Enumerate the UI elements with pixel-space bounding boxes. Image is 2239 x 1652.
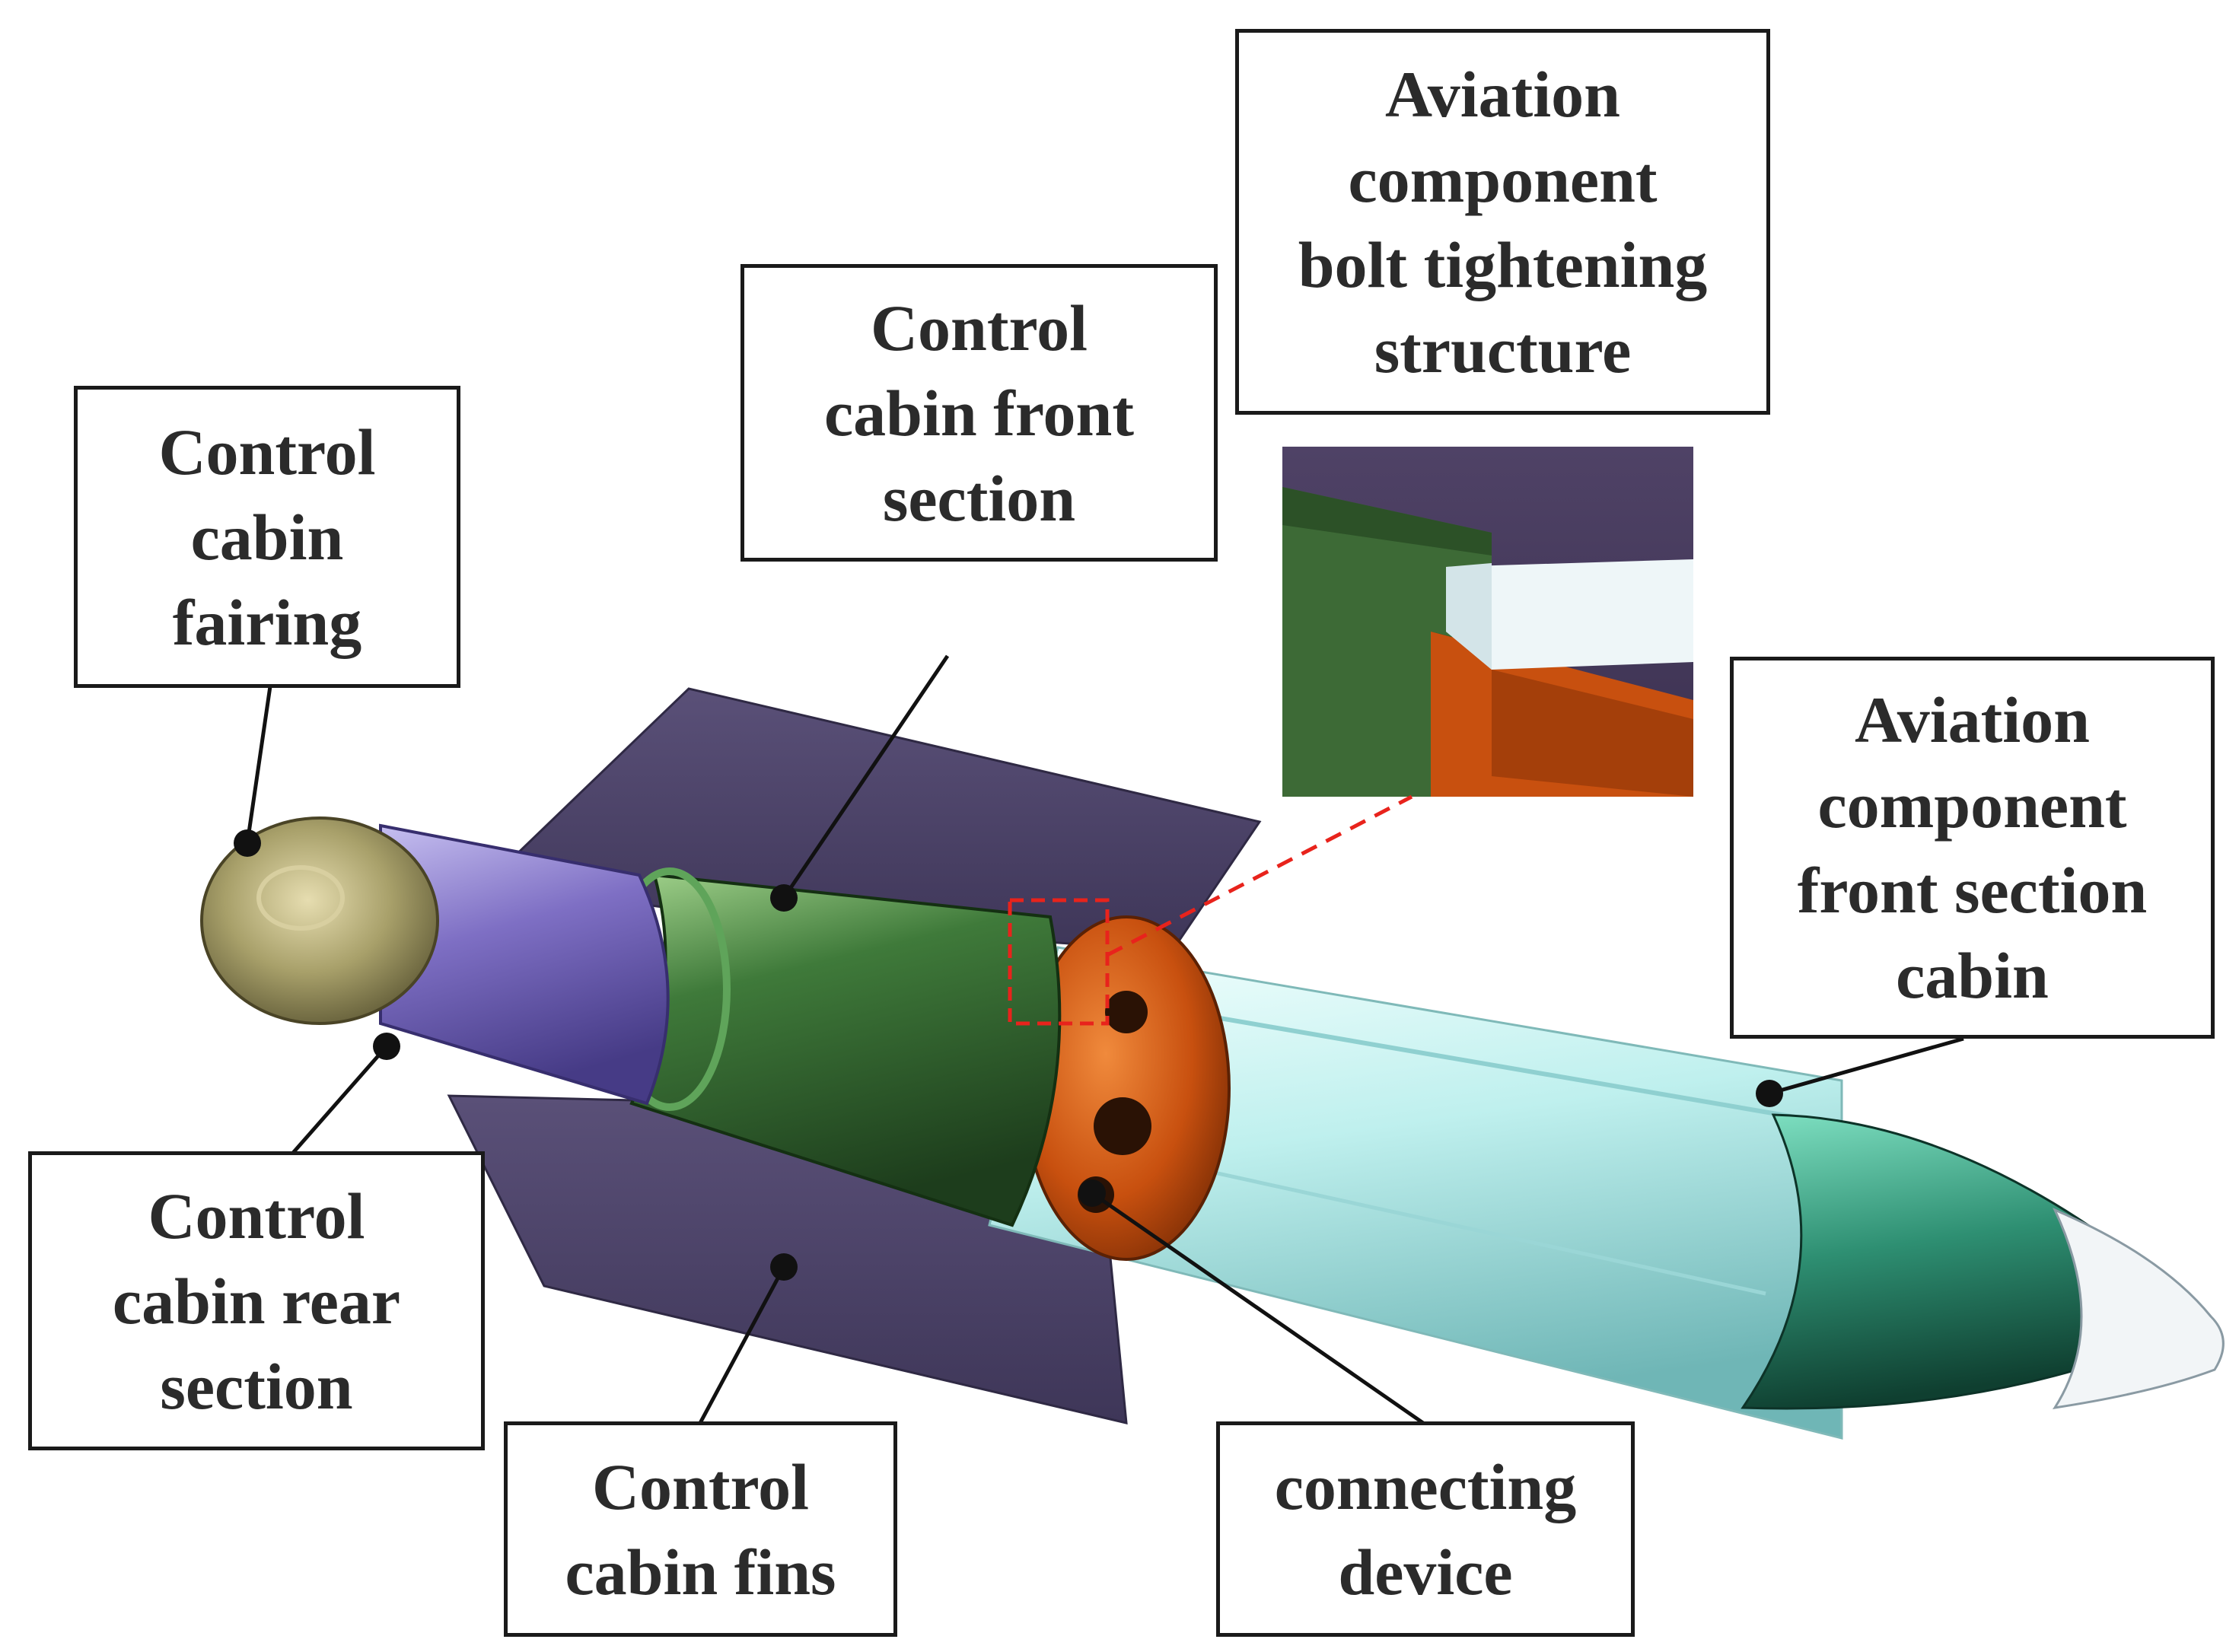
highlight-box xyxy=(1008,898,1110,1026)
leader-front-section xyxy=(782,654,950,899)
fairing-ring xyxy=(256,865,345,931)
leader-rear-section xyxy=(291,1045,388,1154)
label-connecting-device: connecting device xyxy=(1216,1421,1635,1637)
connecting-hole xyxy=(1105,991,1148,1033)
label-front-section-cabin: Aviation component front section cabin xyxy=(1730,657,2215,1039)
fairing-dome xyxy=(200,816,439,1025)
label-bolt-tightening-structure: Aviation component bolt tightening struc… xyxy=(1235,29,1770,415)
leader-fins xyxy=(698,1265,786,1424)
leader-front-cabin xyxy=(1769,1036,1964,1096)
highlight-connector xyxy=(1106,794,1413,957)
leader-fairing xyxy=(245,686,272,844)
pointer-dot xyxy=(373,1033,400,1060)
leader-connecting-device xyxy=(1091,1191,1425,1425)
label-control-cabin-fairing: Control cabin fairing xyxy=(74,386,460,688)
label-control-cabin-fins: Control cabin fins xyxy=(504,1421,897,1637)
pointer-dot xyxy=(1756,1080,1783,1107)
bolt-structure-inset xyxy=(1282,447,1693,797)
rear-section-shell xyxy=(379,823,670,1106)
pointer-dot xyxy=(770,884,798,912)
label-control-cabin-front-section: Control cabin front section xyxy=(740,264,1218,562)
connecting-hole xyxy=(1094,1097,1151,1155)
front-cabin-rib xyxy=(1141,1154,1766,1296)
pointer-dot xyxy=(234,829,261,857)
pointer-dot xyxy=(1078,1179,1106,1207)
label-control-cabin-rear-section: Control cabin rear section xyxy=(28,1151,485,1450)
pointer-dot xyxy=(770,1253,798,1281)
nose-band xyxy=(1741,1113,2148,1410)
nose-tip xyxy=(2052,1208,2225,1409)
